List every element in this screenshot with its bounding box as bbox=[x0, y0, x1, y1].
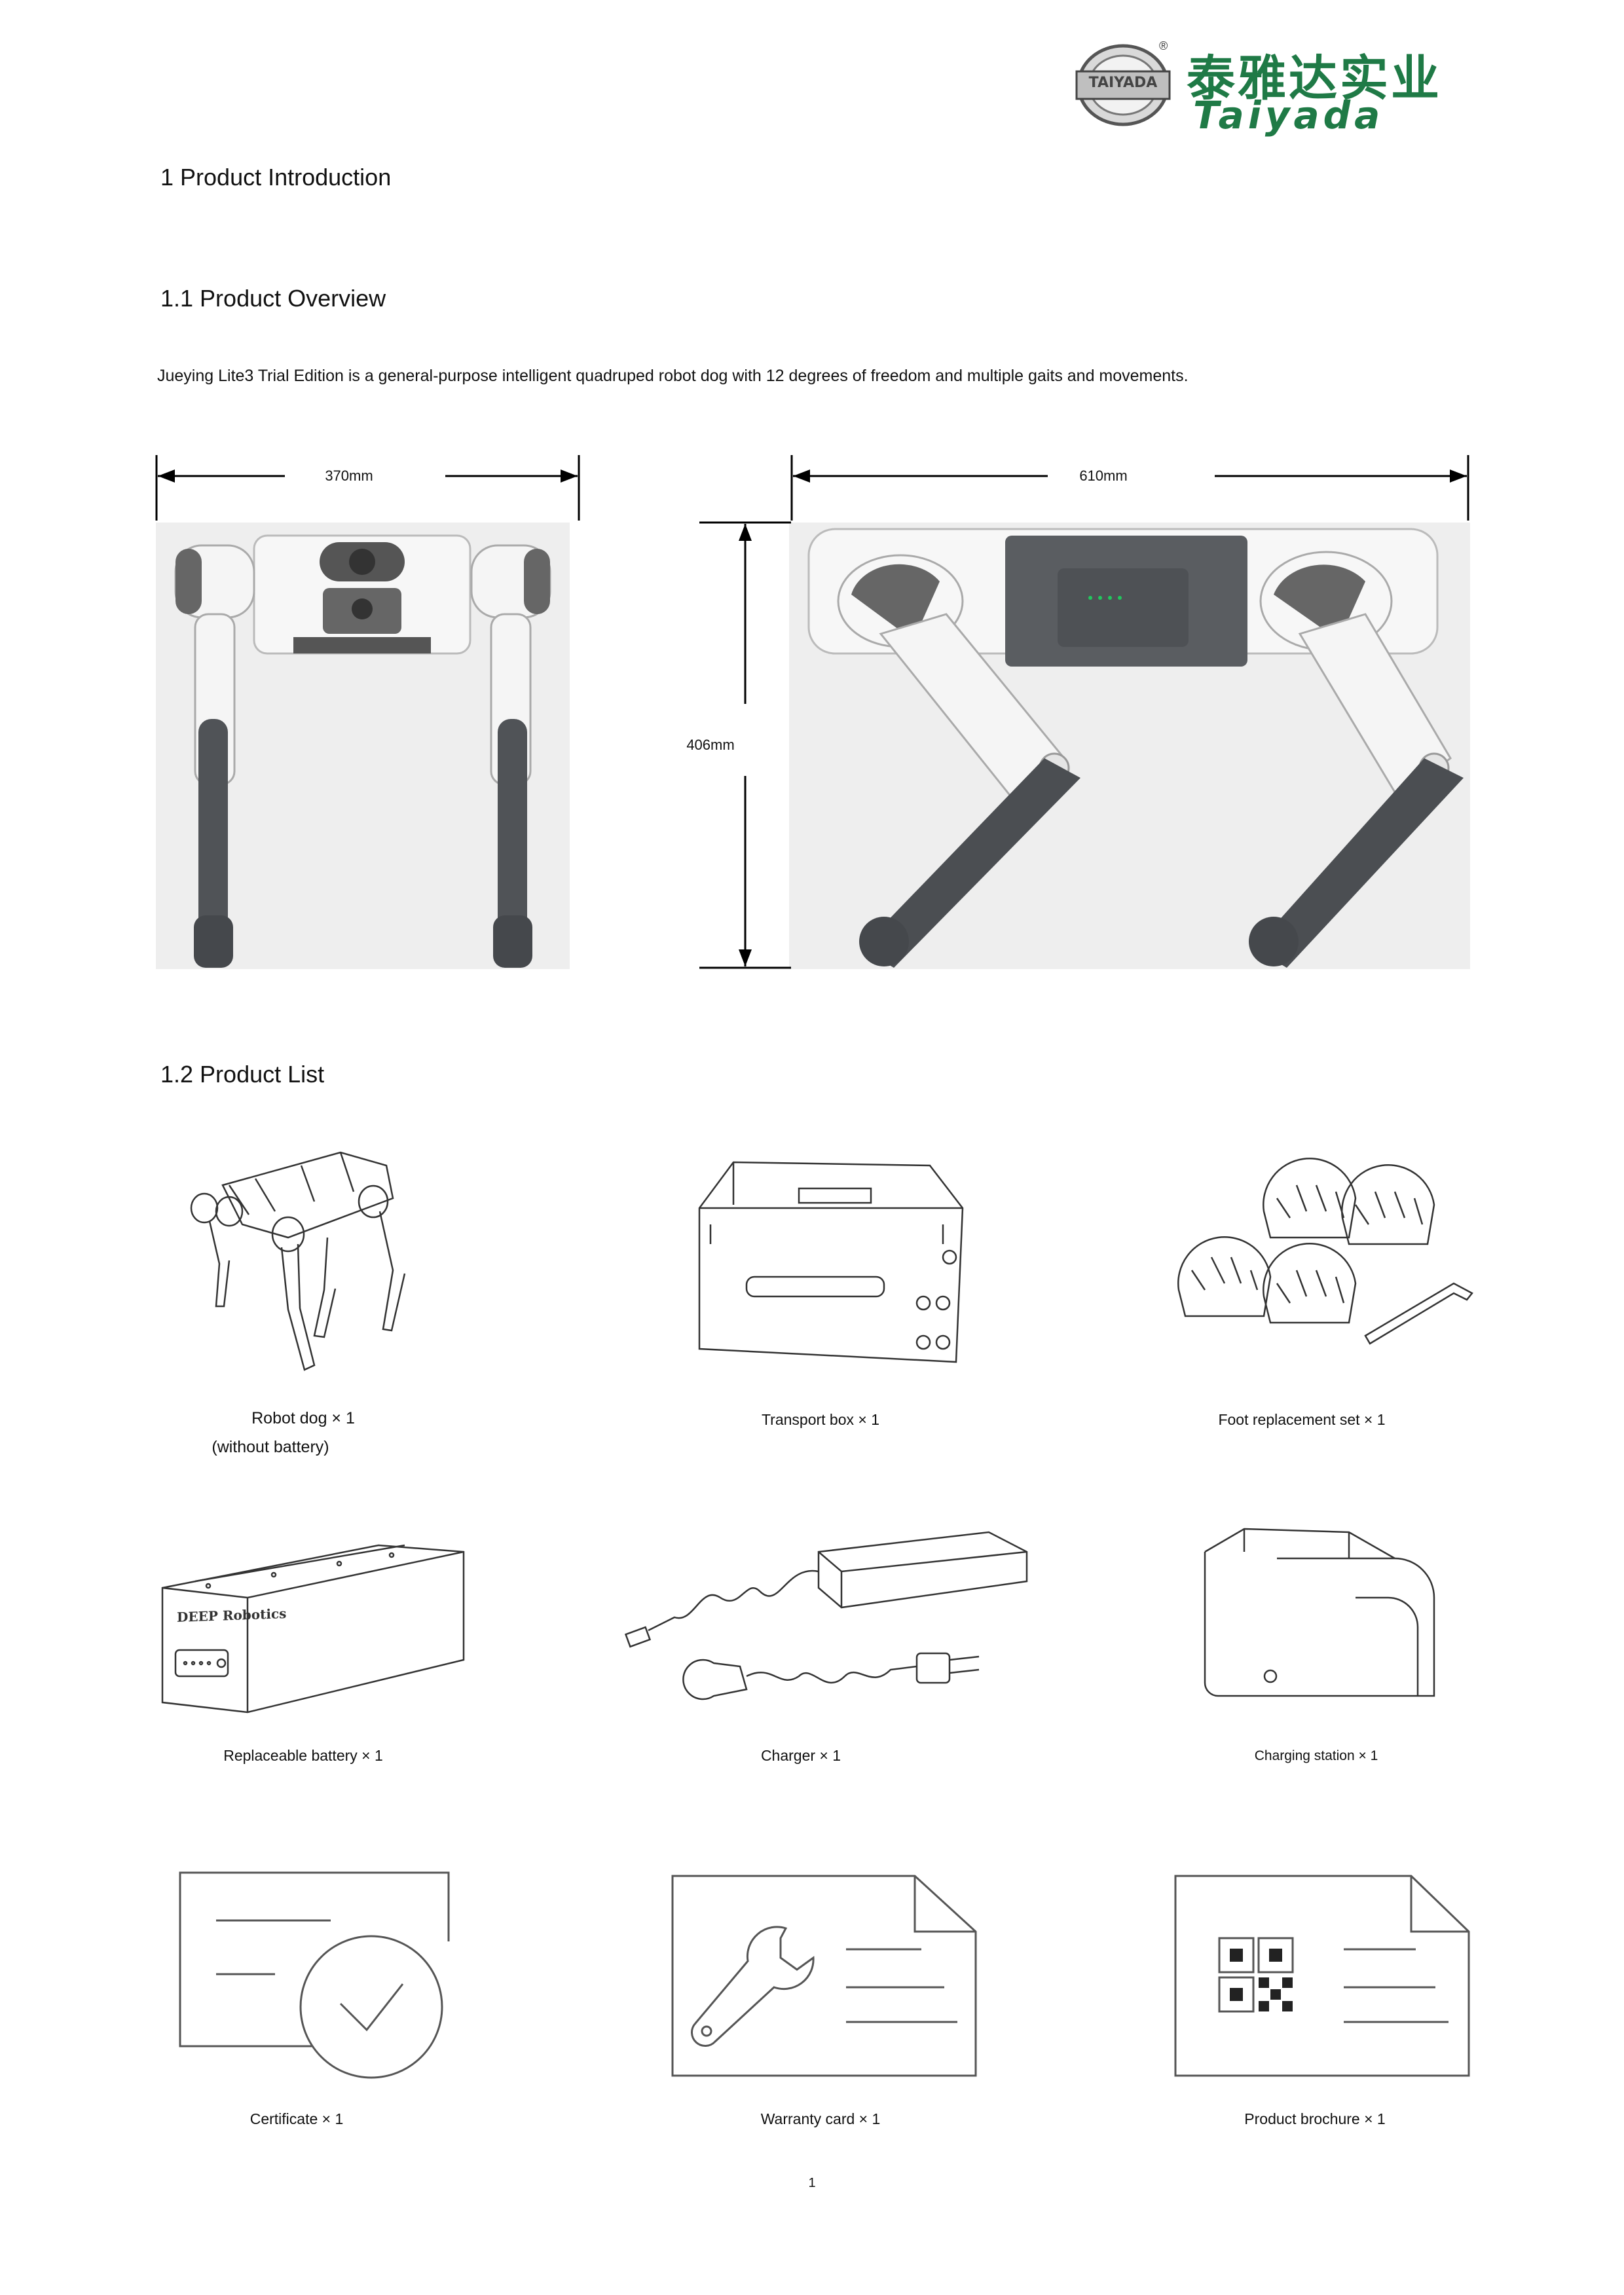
overview-heading: 1.1 Product Overview bbox=[160, 285, 386, 312]
transport-box-icon bbox=[698, 1161, 964, 1363]
charging-station-icon bbox=[1204, 1528, 1435, 1697]
robot-front-illustration bbox=[174, 534, 551, 968]
charging-station-caption: Charging station × 1 bbox=[1254, 1748, 1378, 1763]
robot-dog-caption: Robot dog × 1 bbox=[251, 1409, 355, 1427]
robot-side-view bbox=[789, 523, 1470, 969]
taiyada-badge-icon bbox=[1075, 44, 1171, 126]
length-label: 610mm bbox=[1079, 468, 1128, 484]
length-dimension-line bbox=[790, 455, 1469, 521]
brand-name-en: Taiyada bbox=[1193, 93, 1384, 138]
intro-heading: 1 Product Introduction bbox=[160, 164, 392, 191]
height-label: 406mm bbox=[686, 737, 735, 753]
registered-mark: ® bbox=[1159, 39, 1168, 52]
transport-box-caption: Transport box × 1 bbox=[761, 1411, 880, 1428]
robot-dog-icon bbox=[190, 1151, 406, 1371]
warranty-card-icon bbox=[671, 1875, 977, 2077]
battery-caption: Replaceable battery × 1 bbox=[223, 1747, 383, 1764]
brand-logo: TAIYADA ® 泰雅达实业 Taiyada bbox=[1074, 39, 1442, 138]
width-dimension-line bbox=[155, 455, 580, 521]
height-dimension-line bbox=[699, 521, 791, 969]
robot-front-view bbox=[156, 523, 570, 969]
overview-paragraph: Jueying Lite3 Trial Edition is a general… bbox=[157, 367, 1189, 385]
warranty-caption: Warranty card × 1 bbox=[760, 2110, 881, 2127]
charger-icon bbox=[624, 1531, 1028, 1700]
robot-dog-note: (without battery) bbox=[212, 1438, 329, 1456]
brand-name-cn: 泰雅达实业 bbox=[1187, 50, 1442, 107]
replaceable-battery-icon bbox=[161, 1544, 465, 1714]
charger-caption: Charger × 1 bbox=[760, 1747, 841, 1764]
certificate-icon bbox=[179, 1871, 450, 2079]
brochure-caption: Product brochure × 1 bbox=[1244, 2110, 1386, 2127]
brand-badge-text: TAIYADA bbox=[1088, 75, 1158, 91]
width-label: 370mm bbox=[325, 468, 373, 484]
product-brochure-icon bbox=[1174, 1875, 1470, 2077]
robot-side-illustration bbox=[807, 528, 1464, 968]
product-list-heading: 1.2 Product List bbox=[160, 1061, 325, 1088]
foot-replacement-caption: Foot replacement set × 1 bbox=[1218, 1411, 1386, 1428]
page-number: 1 bbox=[808, 2176, 816, 2190]
certificate-caption: Certificate × 1 bbox=[249, 2110, 344, 2127]
foot-replacement-icon bbox=[1177, 1158, 1473, 1345]
